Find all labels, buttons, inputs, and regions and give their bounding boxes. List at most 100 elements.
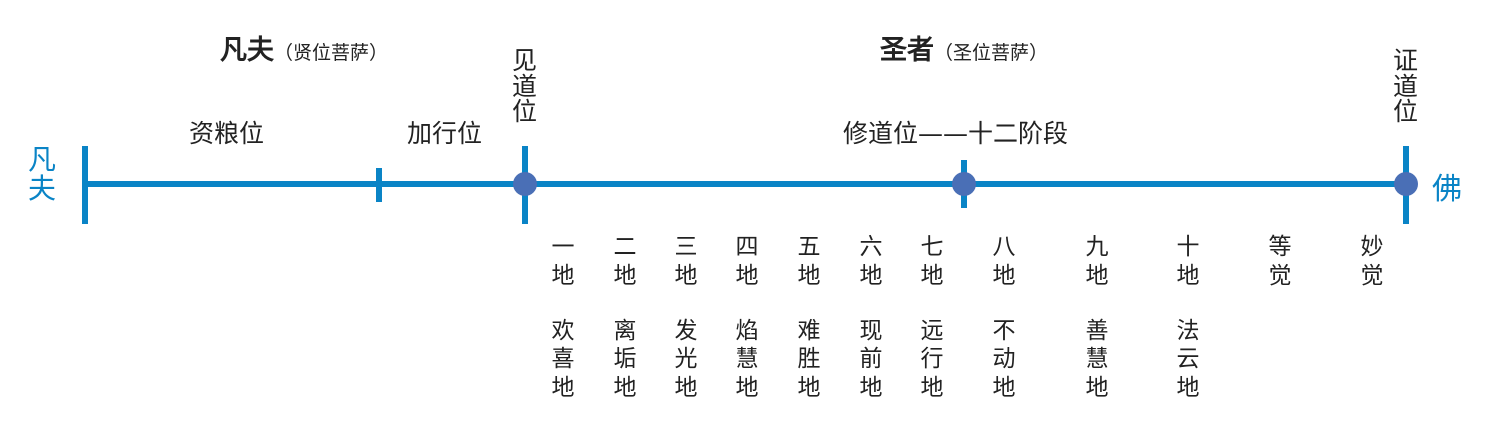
glyph: 地: [992, 262, 1016, 289]
dot-jian-dao: [513, 172, 537, 196]
glyph: 难: [797, 317, 821, 344]
heading-ordinary-main: 凡夫: [220, 35, 274, 66]
ground-column: 一地欢喜地: [551, 233, 575, 403]
glyph: 四: [735, 234, 759, 260]
stage-zheng-dao: 证道位: [1393, 48, 1418, 125]
ground-number: 九地: [1086, 233, 1109, 291]
ground-name: 不动地: [993, 317, 1016, 403]
stage-jia-xing: 加行位: [407, 119, 483, 148]
ground-column: 四地焰慧地: [735, 233, 759, 403]
ground-number: 二地: [614, 233, 637, 291]
glyph: 地: [992, 375, 1016, 401]
glyph: 觉: [1360, 262, 1384, 289]
ground-column: 妙觉: [1360, 233, 1384, 291]
glyph: 地: [1176, 262, 1200, 289]
ground-column: 二地离垢地: [613, 233, 637, 403]
glyph: 欢: [551, 317, 575, 344]
ground-column: 六地现前地: [859, 233, 883, 403]
glyph: 地: [551, 375, 575, 401]
glyph: 地: [920, 262, 944, 289]
glyph: 法: [1176, 317, 1200, 344]
ground-name: 法云地: [1177, 317, 1200, 403]
glyph: 地: [551, 262, 575, 289]
ground-name: 现前地: [860, 317, 883, 403]
glyph: 现: [859, 317, 883, 344]
dot-xiu-dao: [952, 172, 976, 196]
glyph: 行: [920, 346, 944, 373]
ground-column: 五地难胜地: [797, 233, 821, 403]
ground-number: 妙觉: [1361, 233, 1384, 291]
heading-ordinary-sub: （贤位菩萨）: [274, 42, 389, 64]
ground-column: 等觉: [1268, 233, 1292, 291]
glyph: 妙: [1360, 234, 1384, 260]
glyph: 地: [1176, 375, 1200, 401]
glyph: 地: [735, 375, 759, 401]
glyph: 等: [1268, 234, 1292, 260]
glyph: 地: [735, 262, 759, 289]
ground-name: 难胜地: [798, 317, 821, 403]
heading-sage: 圣者（圣位菩萨）: [880, 28, 1048, 67]
glyph: 十: [1176, 234, 1200, 260]
glyph: 不: [992, 317, 1016, 344]
glyph: 动: [992, 346, 1016, 373]
heading-ordinary: 凡夫（贤位菩萨）: [220, 28, 388, 67]
ground-number: 八地: [993, 233, 1016, 291]
glyph: 见: [512, 46, 538, 75]
glyph: 远: [920, 317, 944, 344]
dot-zheng-dao: [1394, 172, 1418, 196]
ground-number: 七地: [921, 233, 944, 291]
ground-name: 焰慧地: [736, 317, 759, 403]
glyph: 位: [512, 97, 538, 126]
ground-name: 离垢地: [614, 317, 637, 403]
ground-number: 一地: [552, 233, 575, 291]
glyph: 二: [613, 234, 637, 260]
glyph: 垢: [613, 346, 637, 373]
glyph: 善: [1085, 317, 1109, 344]
ground-number: 四地: [736, 233, 759, 291]
glyph: 地: [1085, 262, 1109, 289]
glyph: 离: [613, 317, 637, 344]
glyph: 慧: [735, 346, 759, 373]
glyph: 觉: [1268, 262, 1292, 289]
glyph: 一: [551, 234, 575, 260]
glyph: 前: [859, 346, 883, 373]
glyph: 地: [1085, 375, 1109, 401]
glyph: 地: [613, 262, 637, 289]
glyph: 地: [920, 375, 944, 401]
glyph: 位: [1393, 97, 1419, 126]
glyph: 七: [920, 234, 944, 260]
glyph: 五: [797, 234, 821, 260]
glyph: 光: [674, 346, 698, 373]
glyph: 地: [613, 375, 637, 401]
ground-number: 六地: [860, 233, 883, 291]
ground-column: 八地不动地: [992, 233, 1016, 403]
ground-number: 等觉: [1269, 233, 1292, 291]
stage-zi-liang: 资粮位: [189, 119, 265, 148]
glyph: 地: [797, 375, 821, 401]
ground-name: 欢喜地: [552, 317, 575, 403]
ground-column: 三地发光地: [674, 233, 698, 403]
glyph: 发: [674, 317, 698, 344]
glyph: 慧: [1085, 346, 1109, 373]
heading-sage-main: 圣者: [880, 35, 934, 66]
ground-column: 十地法云地: [1176, 233, 1200, 403]
ground-number: 五地: [798, 233, 821, 291]
glyph: 六: [859, 234, 883, 260]
glyph: 地: [797, 262, 821, 289]
glyph: 焰: [735, 317, 759, 344]
glyph: 道: [512, 71, 538, 101]
glyph: 地: [859, 375, 883, 401]
heading-sage-sub: （圣位菩萨）: [934, 42, 1049, 64]
ground-name: 远行地: [921, 317, 944, 403]
right-end-label: 佛: [1432, 172, 1462, 207]
ground-column: 九地善慧地: [1085, 233, 1109, 403]
glyph: 地: [674, 262, 698, 289]
glyph: 夫: [28, 171, 57, 205]
glyph: 三: [674, 234, 698, 260]
glyph: 证: [1393, 46, 1419, 75]
glyph: 九: [1085, 234, 1109, 260]
glyph: 凡: [28, 143, 57, 176]
glyph: 道: [1393, 71, 1419, 101]
